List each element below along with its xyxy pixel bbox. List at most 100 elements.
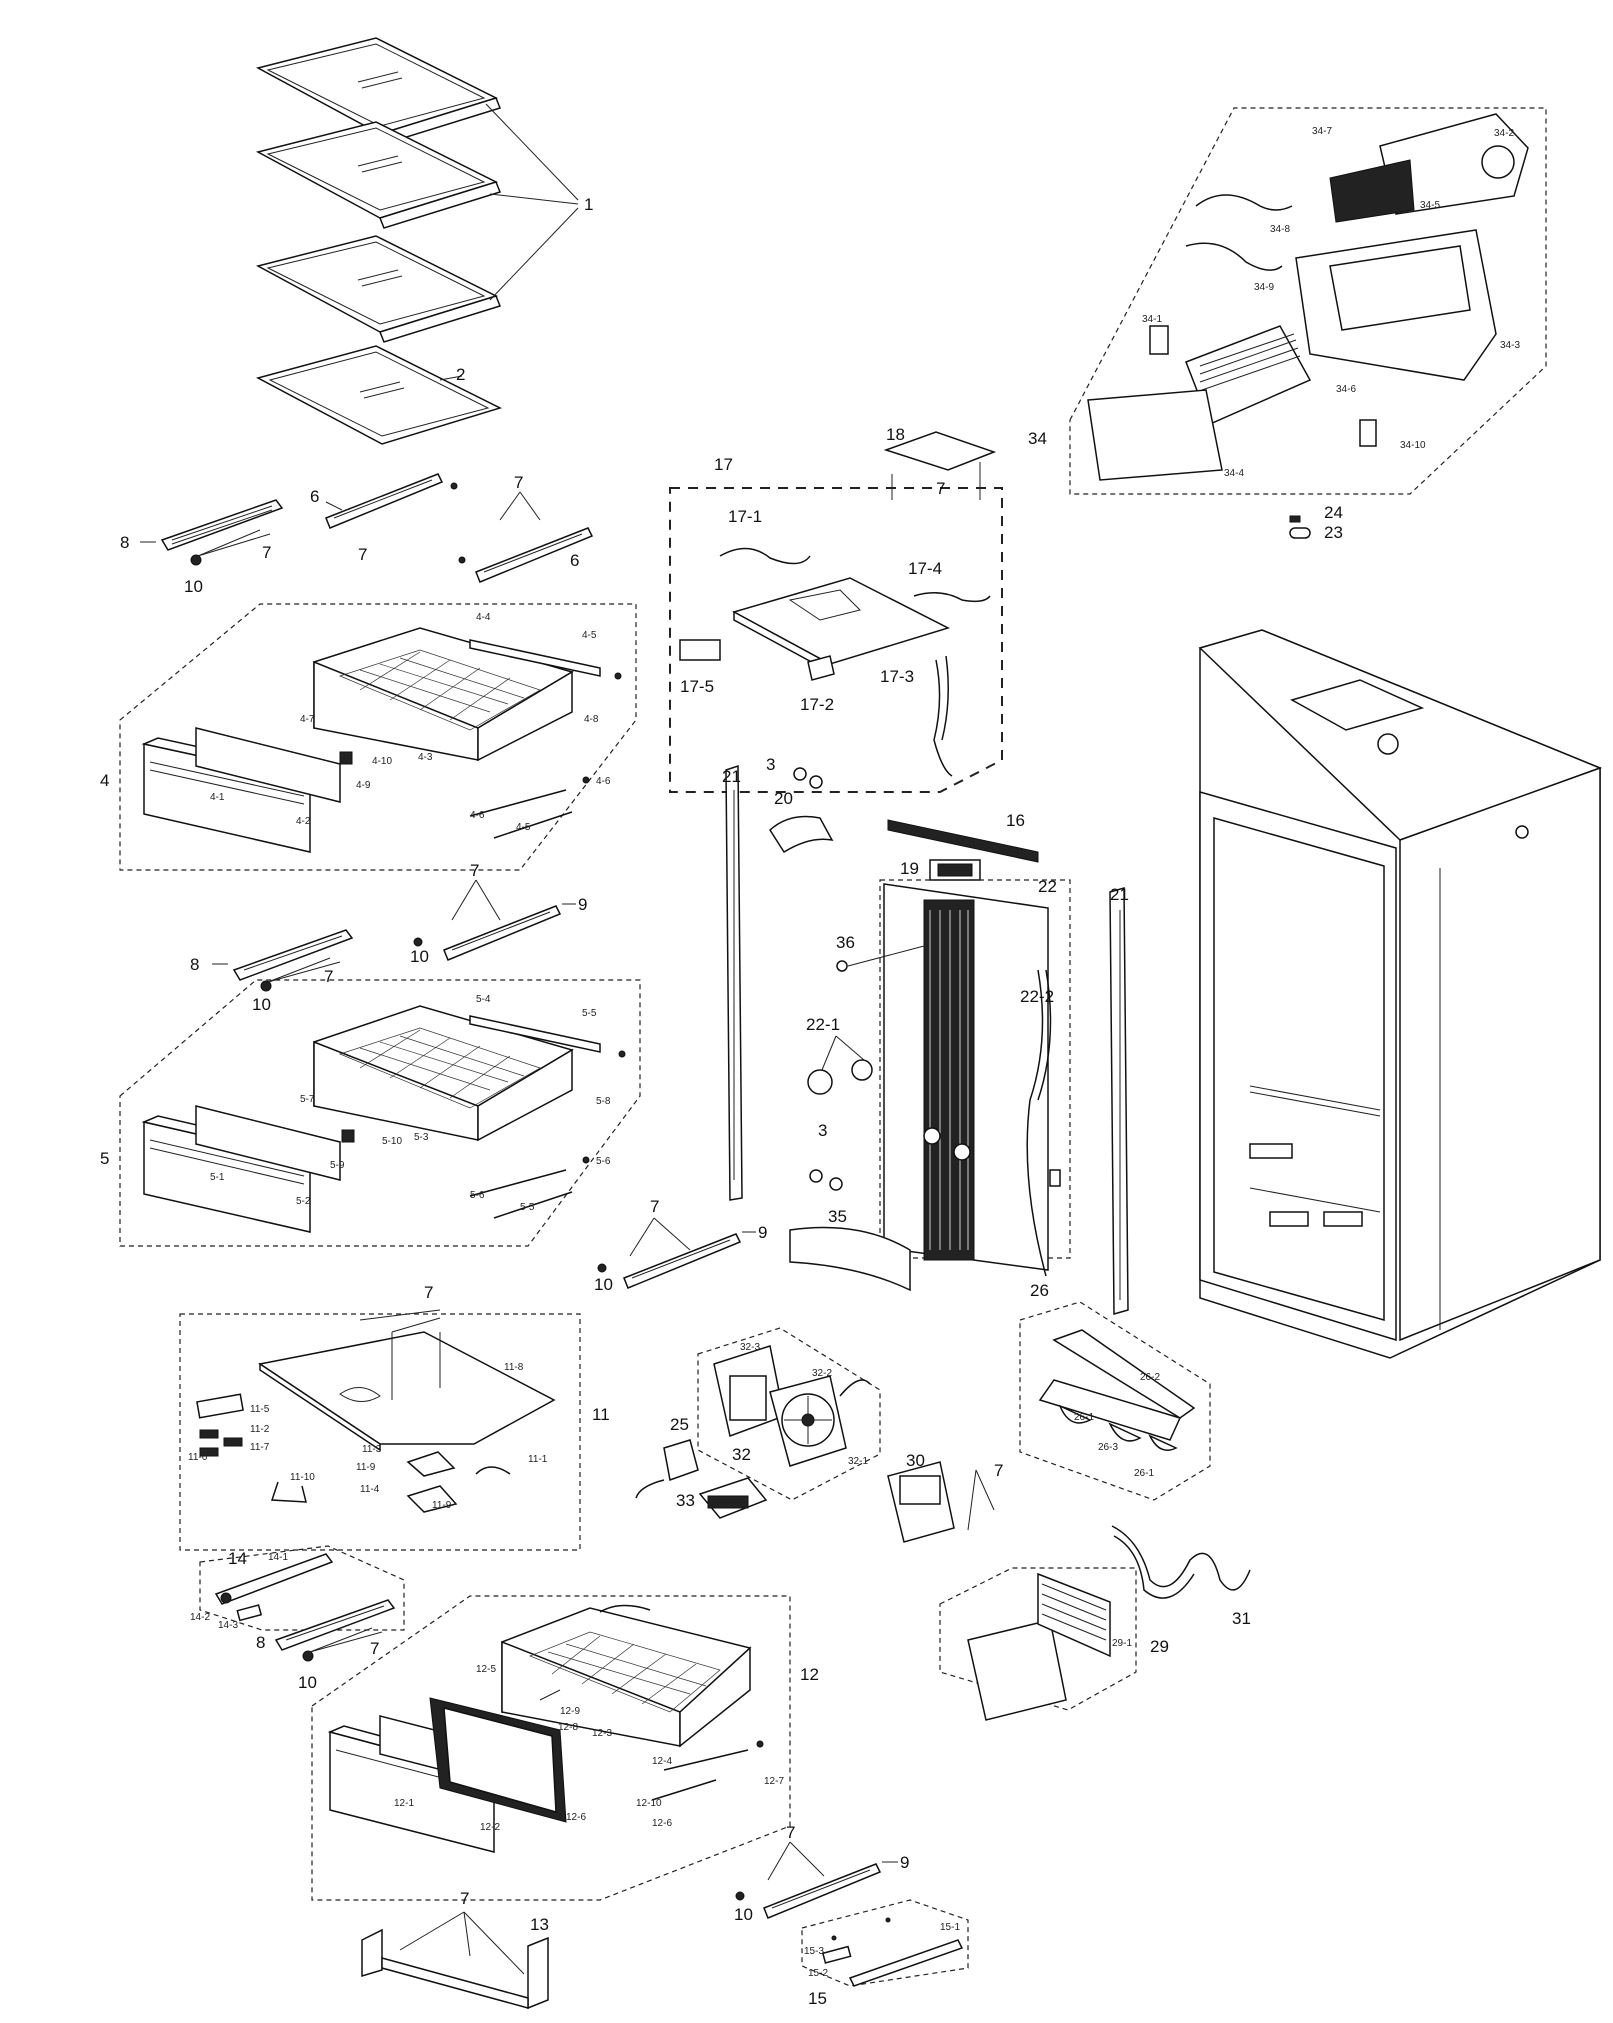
- label-34-2: 34-2: [1494, 128, 1514, 139]
- label-11-3: 11-3: [362, 1444, 382, 1455]
- callout-12: 12: [800, 1665, 819, 1684]
- label-12-8: 12-8: [558, 1722, 578, 1733]
- group-outline-26: [1019, 1301, 1211, 1501]
- label-4-7: 4-7: [300, 714, 315, 725]
- callout-13: 13: [530, 1915, 549, 1934]
- callout-10f: 10: [734, 1905, 753, 1924]
- label-11-2: 11-2: [250, 1424, 270, 1435]
- label-4-8: 4-8: [584, 714, 599, 725]
- label-5-7: 5-7: [300, 1094, 315, 1105]
- panel-13: [361, 1911, 549, 2010]
- drawer-bracket-4: [195, 727, 353, 803]
- part-30: [887, 1461, 995, 1543]
- callout-29: 29: [1150, 1637, 1169, 1656]
- callout-22: 22: [1038, 877, 1057, 896]
- slide-rail-8c: [274, 1599, 396, 1662]
- label-4-5b: 4-5: [516, 822, 531, 833]
- callout-30: 30: [906, 1451, 925, 1470]
- label-12-2: 12-2: [480, 1822, 500, 1833]
- label-4-2: 4-2: [296, 816, 311, 827]
- callout-11: 11: [592, 1405, 610, 1424]
- drawer-bracket-5: [195, 1105, 355, 1181]
- label-32-3: 32-3: [740, 1342, 760, 1353]
- label-5-6: 5-6: [470, 1190, 485, 1201]
- screws-3a: [793, 767, 823, 789]
- label-12-3: 12-3: [592, 1728, 612, 1739]
- callout-17-4: 17-4: [908, 559, 942, 578]
- callout-1: 1: [584, 195, 593, 214]
- label-12-4: 12-4: [652, 1756, 672, 1767]
- callout-18: 18: [886, 425, 905, 444]
- cover-plate-11: [258, 1309, 556, 1452]
- slide-rail-8a: [140, 499, 284, 566]
- label-12-6: 12-6: [566, 1812, 586, 1823]
- callout-10e: 10: [298, 1673, 317, 1692]
- label-26-1: 26-1: [1074, 1412, 1094, 1423]
- part-33: [698, 1477, 768, 1519]
- drawer-bin-5: [313, 1005, 574, 1142]
- label-11-5: 11-5: [250, 1404, 270, 1415]
- label-32-1: 32-1: [848, 1456, 868, 1467]
- callout-15: 15: [808, 1989, 827, 2008]
- callout-8b: 8: [190, 955, 199, 974]
- label-12-7: 12-7: [764, 1776, 784, 1787]
- callout-24: 24: [1324, 503, 1343, 522]
- callout-5: 5: [100, 1149, 109, 1168]
- callout-21b: 21: [1110, 885, 1129, 904]
- label-29-1: 29-1: [1112, 1638, 1132, 1649]
- part-25: [635, 1439, 699, 1499]
- callout-10b: 10: [252, 995, 271, 1014]
- callout-3a: 3: [766, 755, 775, 774]
- label-14-3: 14-3: [218, 1620, 238, 1631]
- label-12-6b: 12-6: [652, 1818, 672, 1829]
- callout-7a: 7: [262, 543, 271, 562]
- drawer-bin-12: [501, 1604, 752, 1748]
- group-outline-5: [119, 979, 641, 1247]
- slide-rail-9c: [735, 1841, 898, 1919]
- callout-7c: 7: [514, 473, 523, 492]
- glass-shelf-1b: [255, 121, 501, 229]
- label-5-6b: 5-6: [596, 1156, 611, 1167]
- group-outline-17: [669, 487, 1003, 793]
- label-5-5b: 5-5: [520, 1202, 535, 1213]
- label-34-4: 34-4: [1224, 468, 1244, 479]
- label-14-1: 14-1: [268, 1552, 288, 1563]
- label-5-4: 5-4: [476, 994, 491, 1005]
- label-15-3: 15-3: [804, 1946, 824, 1957]
- rail-assembly-14: [214, 1553, 334, 1622]
- callout-6b: 6: [570, 551, 579, 570]
- label-12-1: 12-1: [394, 1798, 414, 1809]
- label-11-9b: 11-9: [432, 1500, 452, 1511]
- fan-motor-32: [713, 1345, 871, 1467]
- callout-2: 2: [456, 365, 465, 384]
- callout-10d: 10: [594, 1275, 613, 1294]
- label-34-7: 34-7: [1312, 126, 1332, 137]
- callout-34: 34: [1028, 429, 1047, 448]
- rail-assembly-15: [821, 1917, 964, 1987]
- cover-small-parts-11: [196, 1393, 511, 1513]
- label-34-10: 34-10: [1400, 440, 1426, 451]
- callout-23: 23: [1324, 523, 1343, 542]
- callout-7j: 7: [460, 1889, 469, 1908]
- callout-17-1: 17-1: [728, 507, 762, 526]
- label-26-1b: 26-1: [1134, 1468, 1154, 1479]
- callout-22-2: 22-2: [1020, 987, 1054, 1006]
- label-11-9: 11-9: [356, 1462, 376, 1473]
- callout-10c: 10: [410, 947, 429, 966]
- callout-16: 16: [1006, 811, 1025, 830]
- glass-shelf-2: [255, 345, 503, 445]
- side-rail-21a: [725, 764, 743, 1201]
- callout-7i: 7: [786, 1823, 795, 1842]
- callout-7k: 7: [936, 479, 945, 498]
- drawer-gasket-12: [379, 1697, 567, 1823]
- drawer-rails-4: [469, 639, 622, 839]
- group-outline-12: [311, 1595, 791, 1901]
- valve-22-1: [807, 1035, 873, 1095]
- label-34-5: 34-5: [1420, 200, 1440, 211]
- label-34-6: 34-6: [1336, 384, 1356, 395]
- callout-22-1: 22-1: [806, 1015, 840, 1034]
- bracket-18: [883, 431, 997, 500]
- label-15-1: 15-1: [940, 1922, 960, 1933]
- side-rail-21b: [1109, 887, 1129, 1315]
- callout-7l: 7: [994, 1461, 1003, 1480]
